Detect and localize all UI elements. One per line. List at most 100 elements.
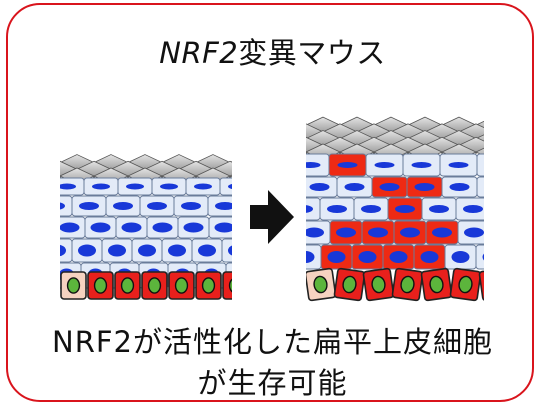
cell-nucleus [309, 183, 330, 191]
keratin-scale [306, 138, 307, 140]
cell-nucleus [344, 183, 365, 191]
basal-cell [195, 271, 222, 300]
cell-nucleus [414, 183, 435, 191]
cell-nucleus [160, 183, 178, 190]
keratin-scale [458, 136, 484, 154]
cell-nucleus [152, 222, 173, 233]
suprabasal-cell [60, 238, 73, 263]
basal-nucleus [93, 277, 108, 294]
cell-nucleus [420, 251, 439, 263]
suprabasal-cell [476, 176, 484, 198]
basal-nucleus [147, 277, 162, 294]
basal-nucleus [120, 277, 135, 294]
basal-nucleus [487, 276, 502, 294]
cell-nucleus [183, 222, 204, 233]
cell-nucleus [451, 251, 470, 263]
right-arrow-icon [250, 190, 294, 244]
cell-nucleus [361, 205, 381, 213]
keratin-scale [510, 117, 544, 133]
basal-nucleus [458, 275, 473, 294]
basal-nucleus [429, 275, 444, 294]
cell-nucleus [432, 227, 452, 238]
basal-nucleus [400, 275, 415, 294]
basal-cell [114, 271, 141, 300]
basal-nucleus [66, 277, 81, 294]
cell-nucleus [411, 162, 432, 168]
cell-nucleus [215, 202, 232, 210]
basal-nucleus [371, 275, 386, 294]
cell-nucleus [147, 202, 167, 210]
keratin-scale [247, 161, 281, 177]
cell-nucleus [327, 251, 346, 263]
cell-nucleus [486, 162, 506, 168]
keratin-scale [510, 144, 544, 160]
keratin-scale [60, 162, 61, 164]
cell-nucleus [463, 205, 483, 213]
cell-nucleus [108, 244, 126, 257]
cell-nucleus [449, 183, 470, 191]
keratin-scale [306, 124, 307, 126]
cell-nucleus [464, 227, 484, 238]
cell-nucleus [138, 244, 156, 257]
rounded-frame [6, 3, 534, 402]
suprabasal-cell [219, 177, 232, 196]
cell-nucleus [233, 269, 249, 283]
cell-nucleus [327, 205, 347, 213]
cell-nucleus [395, 205, 415, 213]
basal-cell [306, 267, 337, 302]
basal-nucleus [201, 277, 216, 294]
cell-nucleus [400, 227, 420, 238]
cell-nucleus [368, 227, 388, 238]
basal-cell [362, 267, 395, 302]
cell-nucleus [90, 222, 111, 233]
suprabasal-cell [221, 238, 232, 263]
keratin-scale [306, 136, 324, 154]
cell-nucleus [181, 202, 201, 210]
cell-nucleus [429, 205, 449, 213]
cell-nucleus [126, 183, 144, 190]
basal-cell [60, 271, 87, 300]
cell-nucleus [228, 184, 232, 189]
basal-cell [449, 267, 482, 302]
basal-cell [391, 267, 424, 302]
cell-nucleus [60, 183, 76, 190]
basal-cell [420, 267, 453, 302]
keratin-scale [306, 123, 324, 141]
basal-nucleus [342, 275, 357, 294]
keratin-scale [510, 131, 544, 147]
cell-nucleus [60, 222, 80, 233]
normal-epithelium [60, 154, 298, 300]
nrf2-mutant-epithelium [306, 116, 544, 302]
cell-nucleus [194, 183, 212, 190]
title-gene: NRF2 [159, 36, 239, 70]
basal-cell [478, 267, 502, 302]
caption-line-2: が生存可能 [197, 366, 348, 400]
keratin-scale [264, 155, 298, 171]
cell-nucleus [228, 245, 232, 256]
cell-nucleus [60, 244, 66, 257]
keratin-scale [306, 151, 307, 153]
cell-nucleus [306, 227, 324, 238]
basal-cell [333, 267, 366, 302]
keratin-scale [60, 160, 78, 178]
caption-line-1: NRF2が活性化した扁平上皮細胞 [52, 325, 493, 359]
suprabasal-cell [476, 153, 484, 177]
keratin-scale [212, 160, 232, 178]
suprabasal-cell [306, 244, 322, 270]
cell-nucleus [448, 162, 469, 168]
basal-cell-body [478, 267, 484, 302]
title: NRF2変異マウス [0, 30, 545, 72]
cell-nucleus [198, 244, 216, 257]
cell-nucleus [79, 202, 99, 210]
suprabasal-cell [60, 195, 73, 217]
basal-cell [222, 271, 232, 300]
basal-cell [168, 271, 195, 300]
cell-nucleus [389, 251, 408, 263]
basal-nucleus [174, 277, 189, 294]
keratin-scale [264, 168, 298, 184]
cell-nucleus [337, 162, 358, 168]
cell-nucleus [336, 227, 356, 238]
basal-nucleus [228, 278, 232, 293]
cell-nucleus [168, 244, 186, 257]
